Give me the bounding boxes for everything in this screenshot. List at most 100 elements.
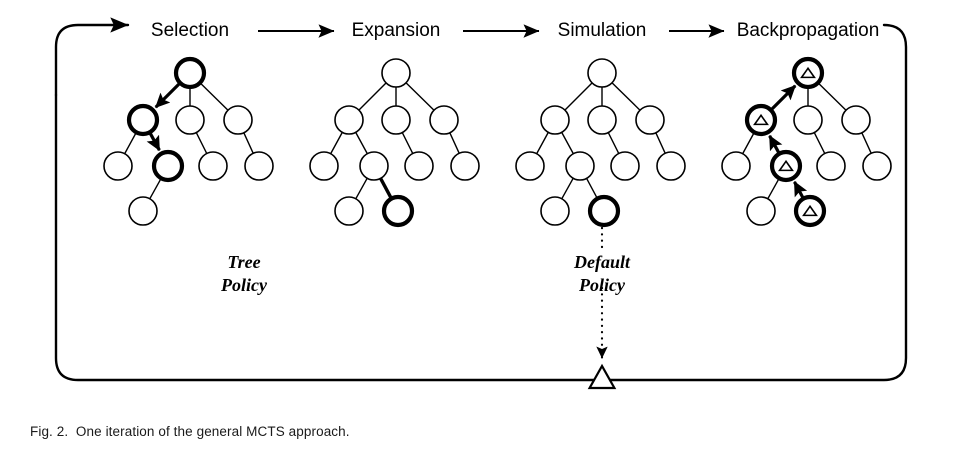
tree-node [223,105,253,135]
tree-arrow [770,84,797,111]
tree-node [656,151,686,181]
tree-edge [405,82,435,111]
tree-node [404,151,434,181]
tree-edge [564,82,593,111]
tree-node [746,196,776,226]
tree-node [769,149,803,183]
tree-node [635,105,665,135]
tree-node [816,151,846,181]
tree-edge [742,132,755,154]
tree-edge [817,82,847,111]
tree-node-highlighted [126,103,160,137]
backpropagation-tree [721,56,892,228]
tree-edges [330,82,460,200]
tree-node [450,151,480,181]
tree-edge [561,178,574,199]
tree-node [793,194,827,228]
tree-node [791,56,825,90]
tree-node [334,105,364,135]
tree-node [128,196,158,226]
tree-node [334,105,364,135]
tree-node [587,105,617,135]
tree-node [103,151,133,181]
tree-node [610,151,640,181]
tree-edge [379,177,393,200]
tree-nodes [515,58,686,228]
selection-tree [103,56,274,226]
tree-node [587,194,621,228]
tree-edge [611,82,641,111]
tree-arrows [768,84,808,199]
tree-nodes [721,56,892,228]
tree-edge [561,132,574,154]
tree-nodes [103,56,274,226]
tree-edge [355,178,368,199]
tree-node [587,58,617,88]
tree-node [223,105,253,135]
tree-edge [767,178,780,199]
reward-triangle-icon [802,204,818,217]
tree-node [175,105,205,135]
loop-entry-arrow [54,17,130,97]
tree-node [635,105,665,135]
phase-label-selection: Selection [151,20,229,41]
reward-triangle-icon [778,159,794,172]
tree-node [334,196,364,226]
tree-edge [536,132,549,154]
tree-edge [243,132,254,154]
tree-node [540,105,570,135]
iteration-loop-border [54,17,908,382]
tree-node [540,196,570,226]
tree-node [862,151,892,181]
tree-node [721,151,751,181]
tree-node [587,58,617,88]
tree-node [429,105,459,135]
tree-edge [330,132,343,154]
tree-edge [401,132,414,154]
tree-node [359,151,389,181]
simulation-tree [515,58,686,228]
tree-node [198,151,228,181]
tree-node-highlighted [173,56,207,90]
tree-edge [586,178,598,199]
tree-node [429,105,459,135]
tree-node [126,103,160,137]
tree-node [309,151,339,181]
tree-arrows [146,82,181,152]
tree-node [175,105,205,135]
reward-triangle-icon [800,66,816,79]
tree-arrow [146,132,161,152]
tree-edge [861,132,872,154]
tree-node [244,151,274,181]
tree-node [450,151,480,181]
tree-node [103,151,133,181]
tree-edge [195,132,208,154]
tree-node [381,105,411,135]
tree-node [334,196,364,226]
tree-node [565,151,595,181]
tree-node [816,151,846,181]
tree-node [359,151,389,181]
tree-node-highlighted [587,194,621,228]
loop-border-path [54,23,908,382]
tree-node [746,196,776,226]
tree-node [793,105,823,135]
tree-node-highlighted [151,149,185,183]
tree-arrow [154,82,181,109]
tree-node [515,151,545,181]
tree-node [404,151,434,181]
tree-arrow [768,134,783,154]
default-policy-rollout [587,226,617,390]
tree-node [793,105,823,135]
tree-node [309,151,339,181]
figure-caption: Fig. 2. One iteration of the general MCT… [30,424,350,439]
phase-label-expansion: Expansion [352,20,441,41]
tree-edge [813,132,826,154]
tree-node [841,105,871,135]
reward-triangle-icon [753,113,769,126]
